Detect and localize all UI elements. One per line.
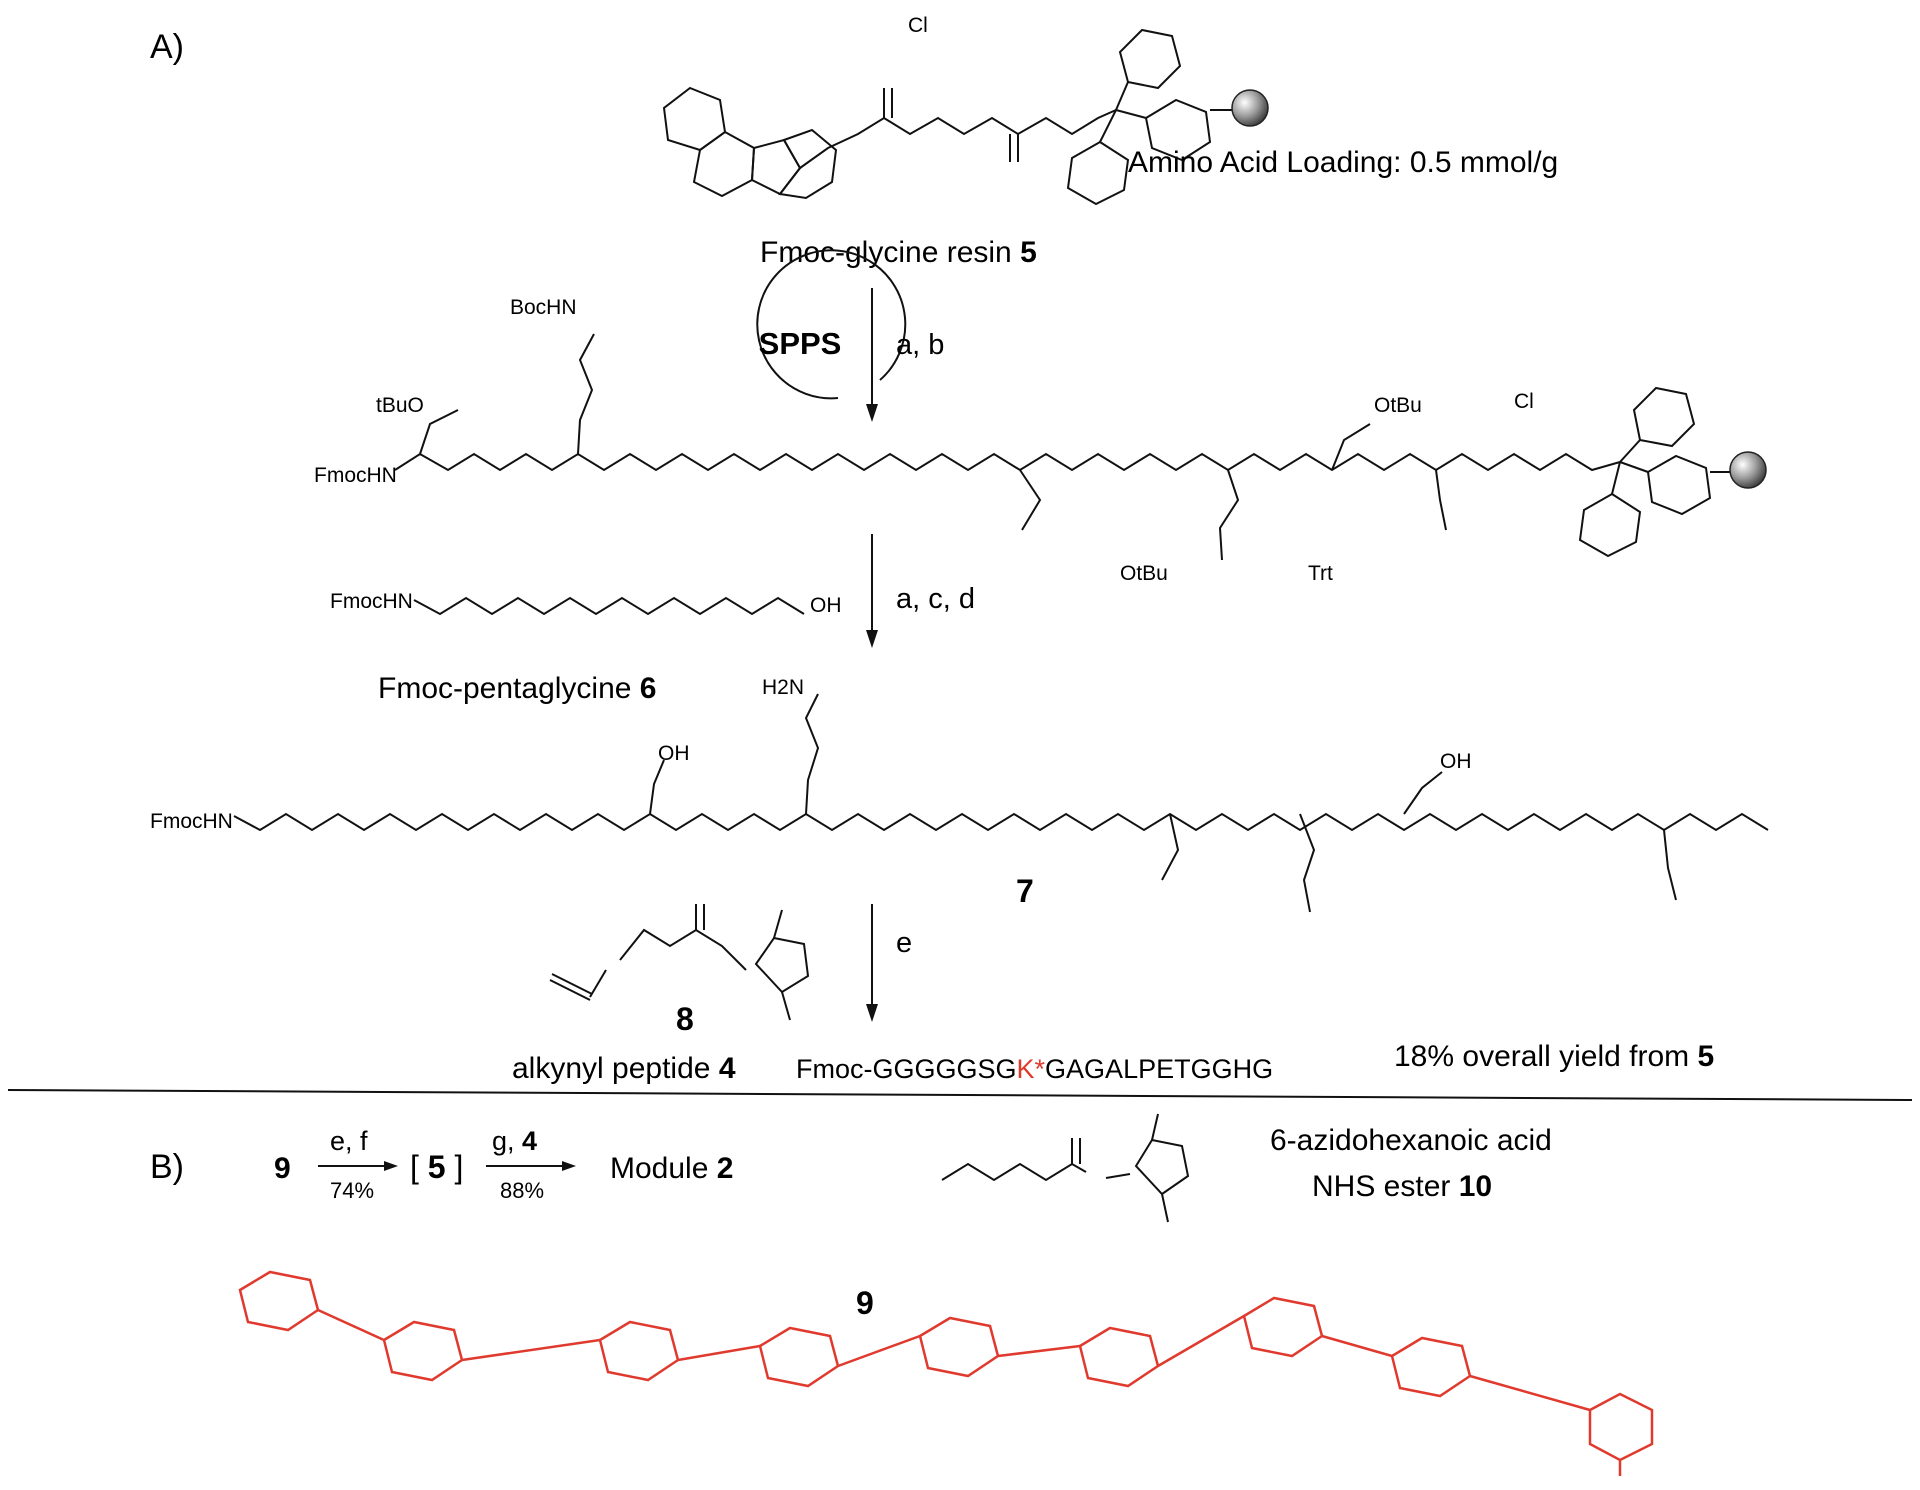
- scheme-b-reagent-name: 6-azidohexanoic acid: [1270, 1124, 1552, 1157]
- spps-label: SPPS: [759, 326, 842, 361]
- panel-a-label: A): [150, 28, 184, 66]
- product-sequence: Fmoc-GGGGGSGK*GAGALPETGGHG: [796, 1054, 1273, 1084]
- resin-cl-atom: Cl: [908, 14, 928, 37]
- arrow-step-1-head: [866, 404, 878, 422]
- peptide-7-h2n: H2N: [762, 676, 804, 699]
- peptide-7-backbone: [233, 693, 1769, 913]
- panel-b-label: B): [150, 1148, 184, 1186]
- arrow-step-2-head: [866, 630, 878, 648]
- arrow-step-3-head: [866, 1004, 878, 1022]
- otbu-glu-group: OtBu: [1120, 562, 1168, 585]
- otbu-thr-group: OtBu: [1374, 394, 1422, 417]
- bochn-group: BocHN: [510, 296, 577, 319]
- peptide-resin-bead-icon: [1729, 451, 1767, 489]
- step-3-conditions: e: [896, 927, 912, 959]
- step-1-conditions: a, b: [896, 329, 944, 361]
- compound-9-number: 9: [856, 1285, 874, 1321]
- product-yield: 18% overall yield from 5: [1394, 1040, 1714, 1073]
- scheme-b-arrow-1-head: [384, 1161, 398, 1171]
- resin-label: Fmoc-glycine resin 5: [760, 236, 1037, 269]
- product-label: alkynyl peptide 4: [512, 1052, 736, 1085]
- cl-protected: Cl: [1514, 390, 1534, 413]
- scheme-b-cond-1: e, f: [330, 1126, 368, 1156]
- spps-cycle-icon: [756, 249, 907, 400]
- peptide-7-number: 7: [1016, 873, 1034, 909]
- pentaglycine-label: Fmoc-pentaglycine 6: [378, 672, 656, 705]
- product-sequence-k: K*: [1017, 1054, 1046, 1084]
- scheme-b-cond-2: g, 4: [492, 1126, 537, 1156]
- peptide-7-fmochn: FmocHN: [150, 810, 233, 833]
- scheme-b-reagent-suffix: NHS ester 10: [1312, 1170, 1492, 1203]
- trt-group: Trt: [1308, 562, 1333, 585]
- compound-10-structure: [941, 1113, 1190, 1223]
- panel-divider: [7, 1089, 1913, 1101]
- compound-8-structure: [549, 904, 810, 1021]
- scheme-b-intermediate: [ 5 ]: [410, 1149, 463, 1185]
- resin-loading: Amino Acid Loading: 0.5 mmol/g: [1128, 146, 1558, 179]
- compound-8-number: 8: [676, 1001, 694, 1037]
- peptide-7-ser-oh: OH: [658, 742, 690, 765]
- scheme-b-yield-1: 74%: [330, 1178, 374, 1203]
- pentaglycine-fmochn: FmocHN: [330, 590, 413, 613]
- compound-9-structure: [238, 1270, 1654, 1476]
- scheme-b-yield-2: 88%: [500, 1178, 544, 1203]
- step-2-conditions: a, c, d: [896, 583, 975, 615]
- tbuo-group: tBuO: [376, 394, 424, 417]
- scheme-b-arrow-2-head: [562, 1161, 576, 1171]
- pentaglycine-structure: [413, 596, 805, 616]
- scheme-b-product: Module 2: [610, 1152, 733, 1185]
- resin-structure: [662, 28, 1234, 206]
- pentaglycine-oh: OH: [810, 594, 842, 617]
- protected-peptide-backbone: [394, 333, 1732, 561]
- peptide-7-thr-oh: OH: [1440, 750, 1472, 773]
- fmochn-protected: FmocHN: [314, 464, 397, 487]
- resin-bead-icon: [1231, 89, 1269, 127]
- scheme-b-start: 9: [274, 1152, 291, 1185]
